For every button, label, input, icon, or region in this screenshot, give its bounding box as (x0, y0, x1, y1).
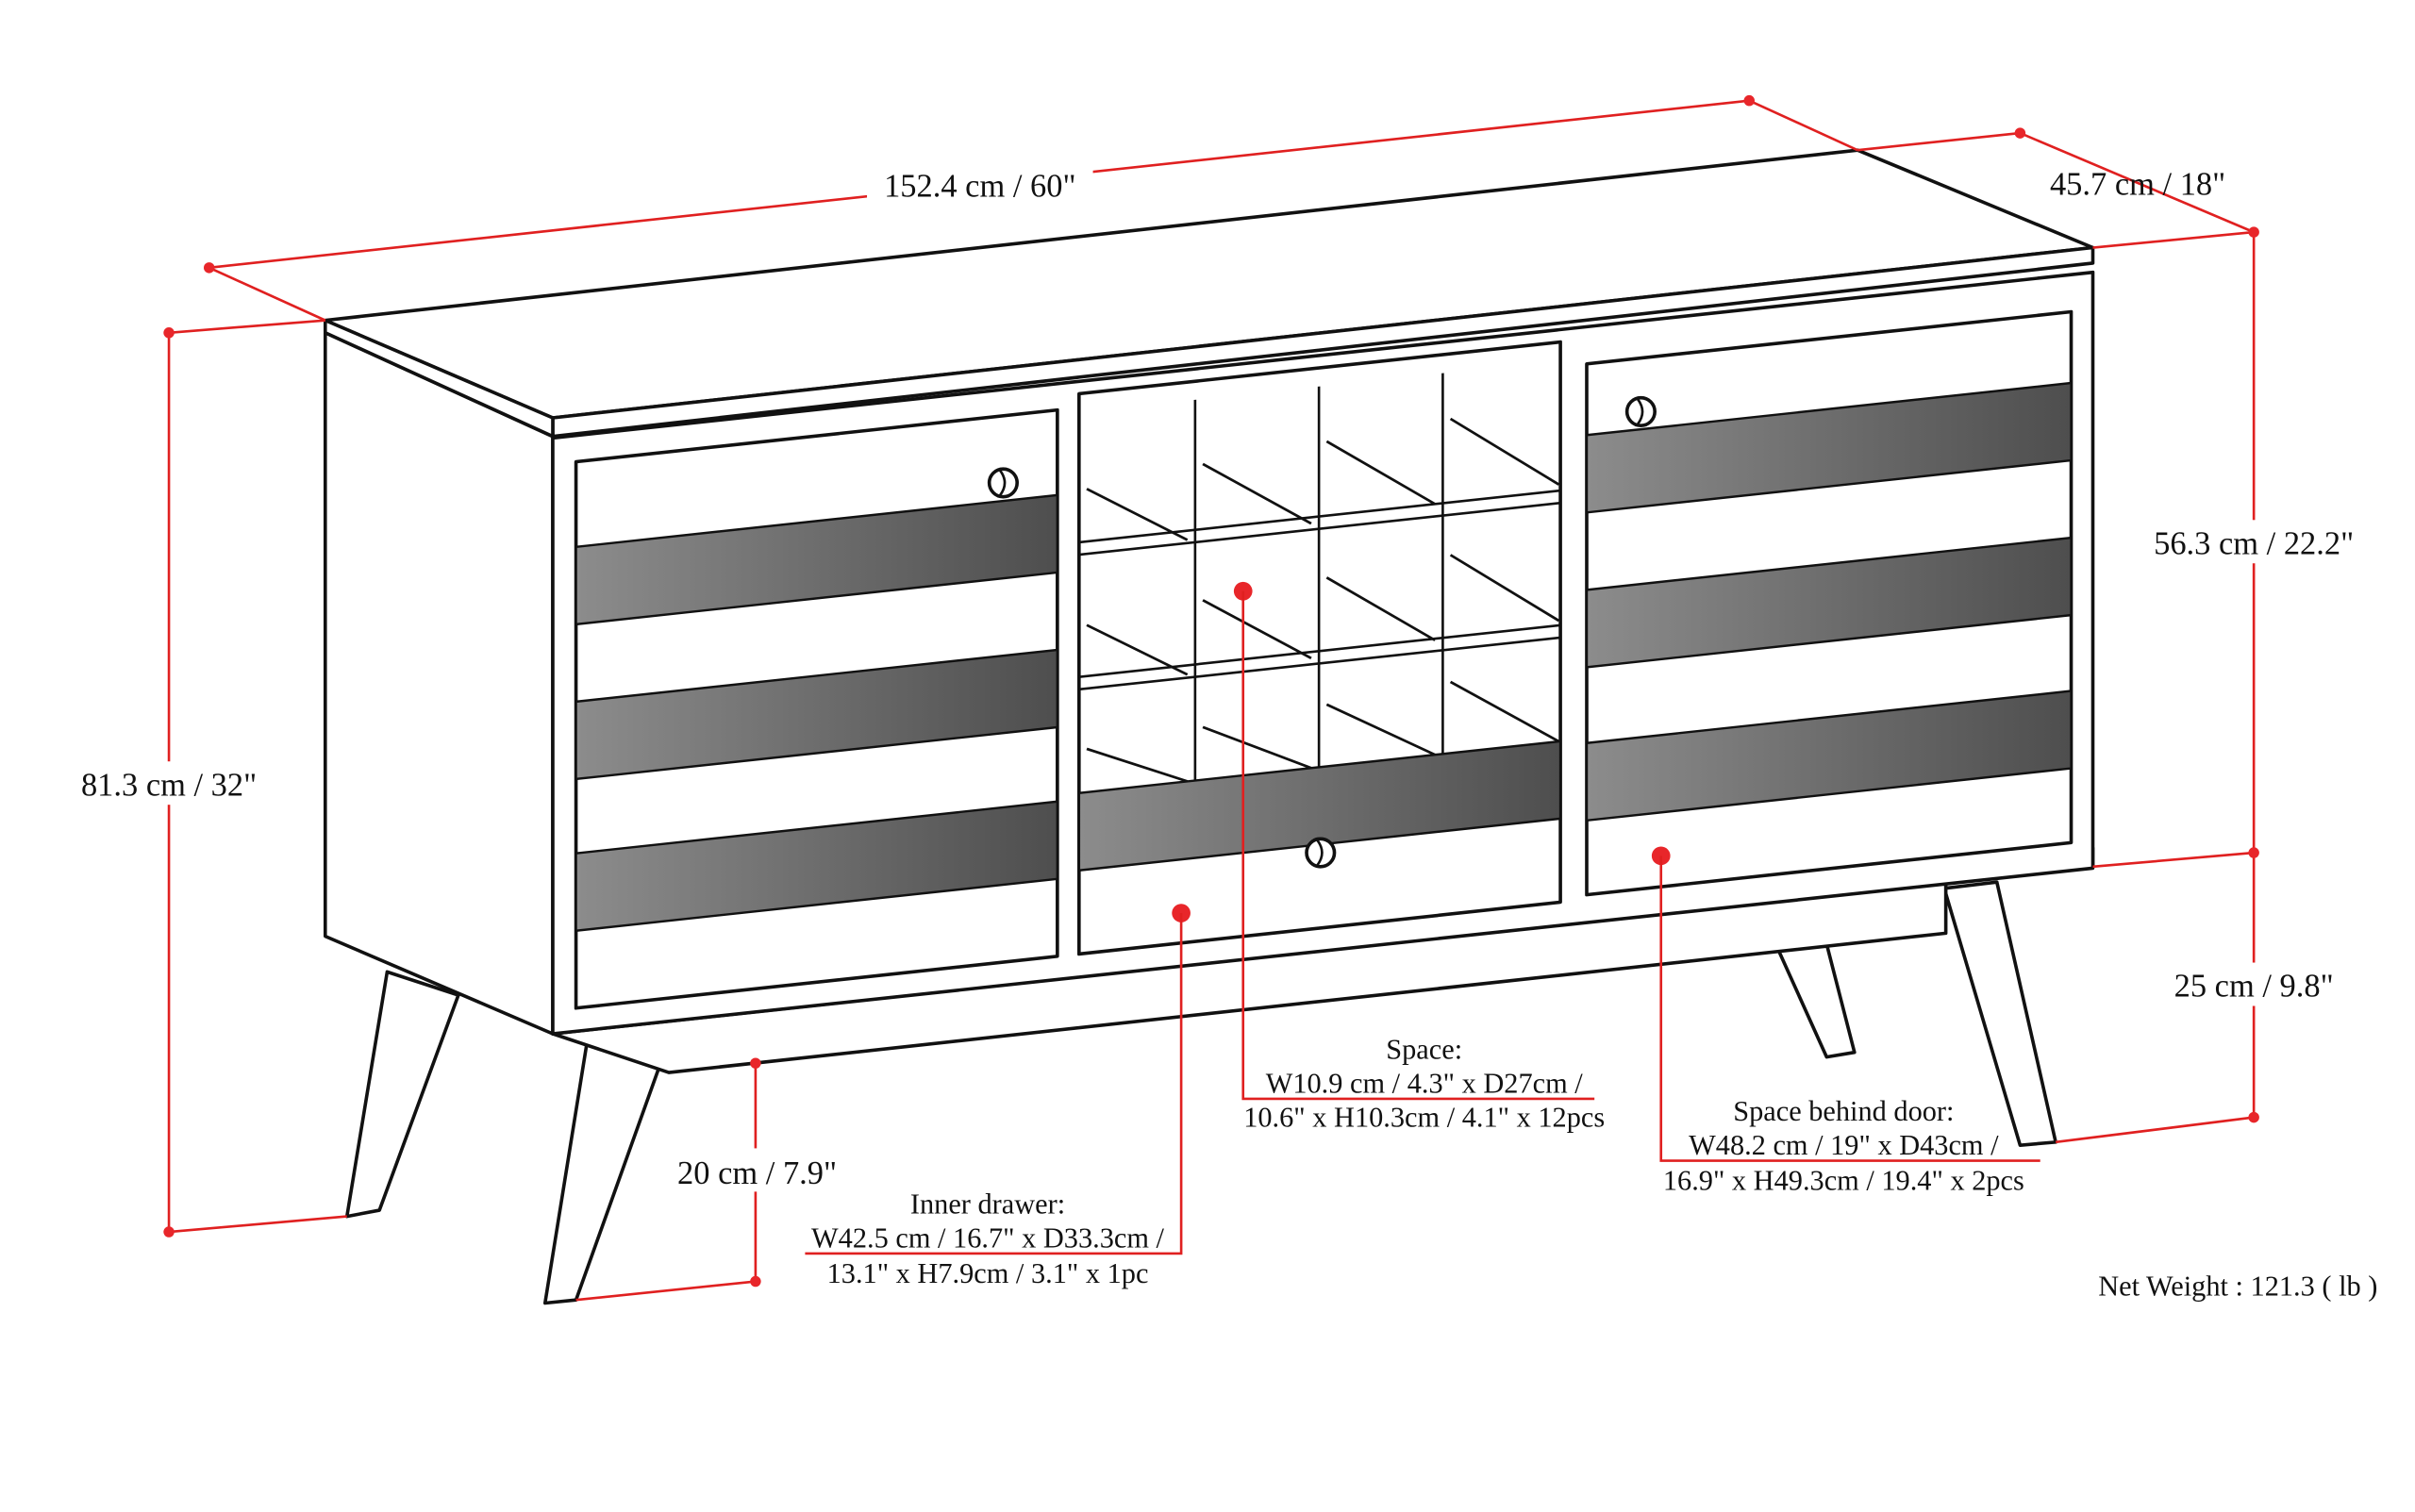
svg-text:13.1" x H7.9cm / 3.1" x 1pc: 13.1" x H7.9cm / 3.1" x 1pc (827, 1257, 1149, 1289)
width-label: 152.4 cm / 60" (884, 168, 1075, 204)
svg-text:W48.2 cm / 19" x D43cm /: W48.2 cm / 19" x D43cm / (1689, 1129, 1999, 1161)
clearance-label: 20 cm / 7.9" (677, 1155, 837, 1191)
leg-height-label: 25 cm / 9.8" (2174, 969, 2334, 1005)
svg-text:Inner drawer:: Inner drawer: (910, 1188, 1065, 1220)
inner-drawer-callout: Inner drawer: W42.5 cm / 16.7" x D33.3cm… (811, 1188, 1165, 1289)
svg-text:10.6" x H10.3cm / 4.1" x 12pcs: 10.6" x H10.3cm / 4.1" x 12pcs (1243, 1101, 1605, 1133)
side-panel (323, 330, 555, 1036)
right-door (1585, 309, 2074, 897)
wine-rack (1077, 340, 1562, 956)
knob-icons (987, 395, 1657, 869)
svg-text:Space behind door:: Space behind door: (1733, 1095, 1954, 1127)
behind-door-callout: Space behind door: W48.2 cm / 19" x D43c… (1663, 1095, 2024, 1197)
left-door (574, 407, 1059, 1010)
depth-label: 45.7 cm / 18" (2050, 167, 2225, 203)
total-height-label: 81.3 cm / 32" (81, 767, 257, 803)
space-callout: Space: W10.9 cm / 4.3" x D27cm / 10.6" x… (1243, 1033, 1605, 1133)
svg-text:Space:: Space: (1386, 1033, 1462, 1065)
body-height-label: 56.3 cm / 22.2" (2154, 525, 2354, 561)
svg-text:W42.5 cm / 16.7" x D33.3cm /: W42.5 cm / 16.7" x D33.3cm / (811, 1221, 1165, 1254)
svg-text:16.9" x H49.3cm / 19.4" x 2pcs: 16.9" x H49.3cm / 19.4" x 2pcs (1663, 1165, 2024, 1197)
svg-text:W10.9 cm / 4.3" x D27cm /: W10.9 cm / 4.3" x D27cm / (1266, 1067, 1584, 1099)
net-weight: Net Weight : 121.3 ( lb ) (2098, 1270, 2377, 1302)
cabinet-front (551, 270, 2095, 1036)
